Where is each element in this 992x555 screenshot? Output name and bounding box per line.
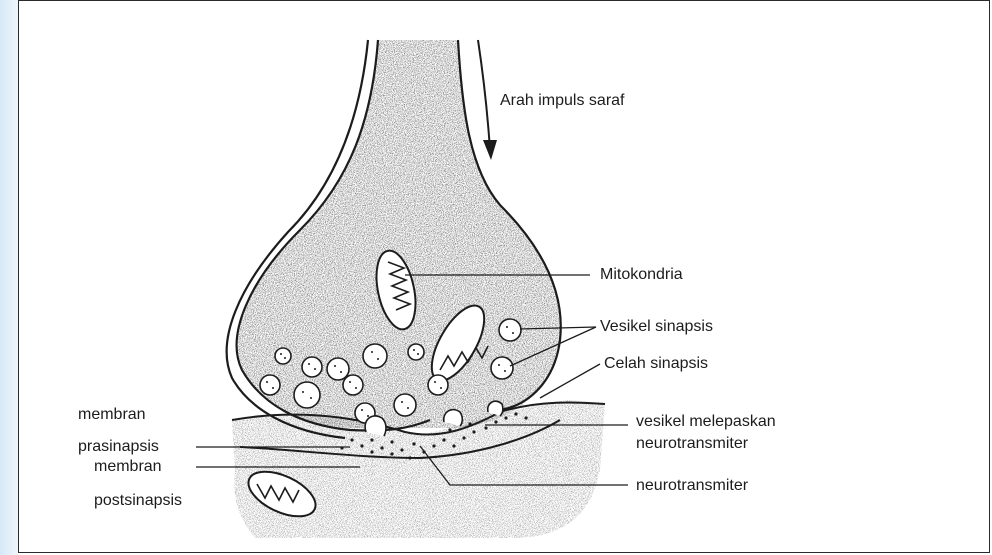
label-postsynaptic-membrane-2: postsinapsis [94,491,182,511]
label-postsynaptic-membrane-1: membran [94,457,162,477]
label-synaptic-vesicle: Vesikel sinapsis [600,317,713,337]
label-presynaptic-membrane-1: membran [78,405,146,425]
label-vesicle-release-1: vesikel melepaskan [636,412,776,432]
label-mitochondria: Mitokondria [600,265,683,285]
impulse-direction-arrow [478,40,497,160]
label-presynaptic-membrane-2: prasinapsis [78,437,159,457]
label-synaptic-cleft: Celah sinapsis [604,354,708,374]
label-impulse-direction: Arah impuls saraf [500,91,625,111]
label-neurotransmitter: neurotransmiter [636,476,748,496]
label-vesicle-release-2: neurotransmiter [636,434,748,454]
